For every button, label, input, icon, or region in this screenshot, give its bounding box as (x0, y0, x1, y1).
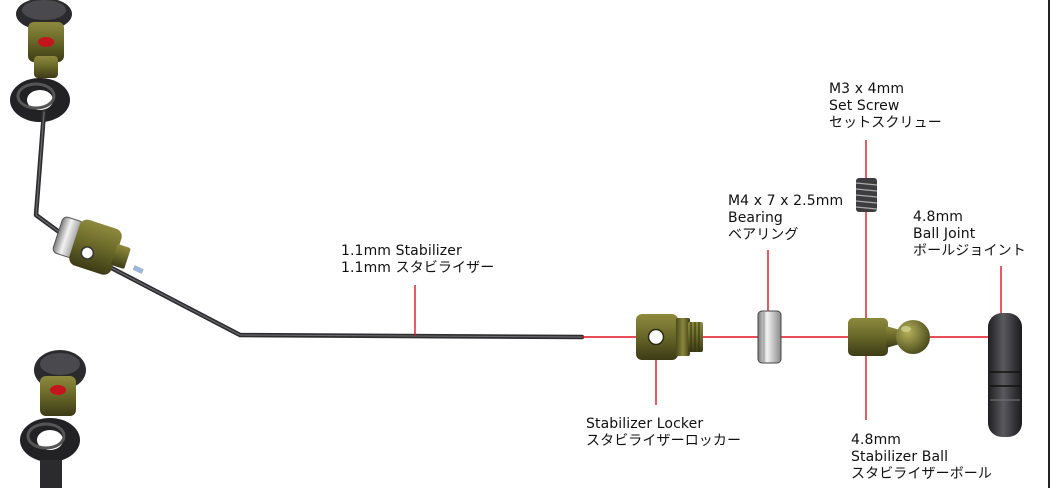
ball-joint-label-jp: ボールジョイント (913, 243, 1026, 259)
upper-suspension-assembly (10, 0, 72, 122)
stabilizer-ball-label: 4.8mm Stabilizer Ball スタビライザーボール (851, 432, 992, 483)
ball-joint-label-en: Ball Joint (913, 226, 976, 242)
bearing-part (757, 310, 782, 364)
assembled-locker (52, 216, 131, 275)
stabilizer-ball-label-size: 4.8mm (851, 432, 902, 448)
stabilizer-ball-part (848, 318, 930, 356)
ball-joint-label-size: 4.8mm (913, 209, 964, 225)
stabilizer-locker-label-jp: スタビライザーロッカー (586, 433, 742, 449)
set-screw-label: M3 x 4mm Set Screw セットスクリュー (829, 81, 942, 132)
bearing-label-en: Bearing (728, 210, 783, 226)
stabilizer-label-en: 1.1mm Stabilizer (341, 243, 462, 259)
bearing-label-size: M4 x 7 x 2.5mm (728, 193, 844, 209)
bearing-label-jp: ベアリング (728, 227, 799, 243)
stabilizer-locker-label-en: Stabilizer Locker (586, 416, 704, 432)
bearing-label: M4 x 7 x 2.5mm Bearing ベアリング (728, 193, 843, 244)
stabilizer-ball-label-jp: スタビライザーボール (851, 466, 992, 482)
ball-joint-part (988, 313, 1022, 437)
stabilizer-locker-label: Stabilizer Locker スタビライザーロッカー (586, 416, 741, 450)
set-screw-label-en: Set Screw (829, 98, 900, 114)
stabilizer-label: 1.1mm Stabilizer 1.1mm スタビライザー (341, 243, 494, 277)
stabilizer-ball-label-en: Stabilizer Ball (851, 449, 949, 465)
lower-suspension-assembly (20, 350, 86, 488)
set-screw-label-jp: セットスクリュー (829, 115, 942, 131)
set-screw-label-size: M3 x 4mm (829, 81, 905, 97)
stabilizer-rod (33, 109, 585, 340)
leader-lines (414, 140, 1002, 420)
stabilizer-label-jp: 1.1mm スタビライザー (341, 260, 495, 276)
ball-joint-label: 4.8mm Ball Joint ボールジョイント (913, 209, 1026, 260)
set-screw-part (855, 178, 878, 212)
stabilizer-locker-part (636, 314, 703, 360)
